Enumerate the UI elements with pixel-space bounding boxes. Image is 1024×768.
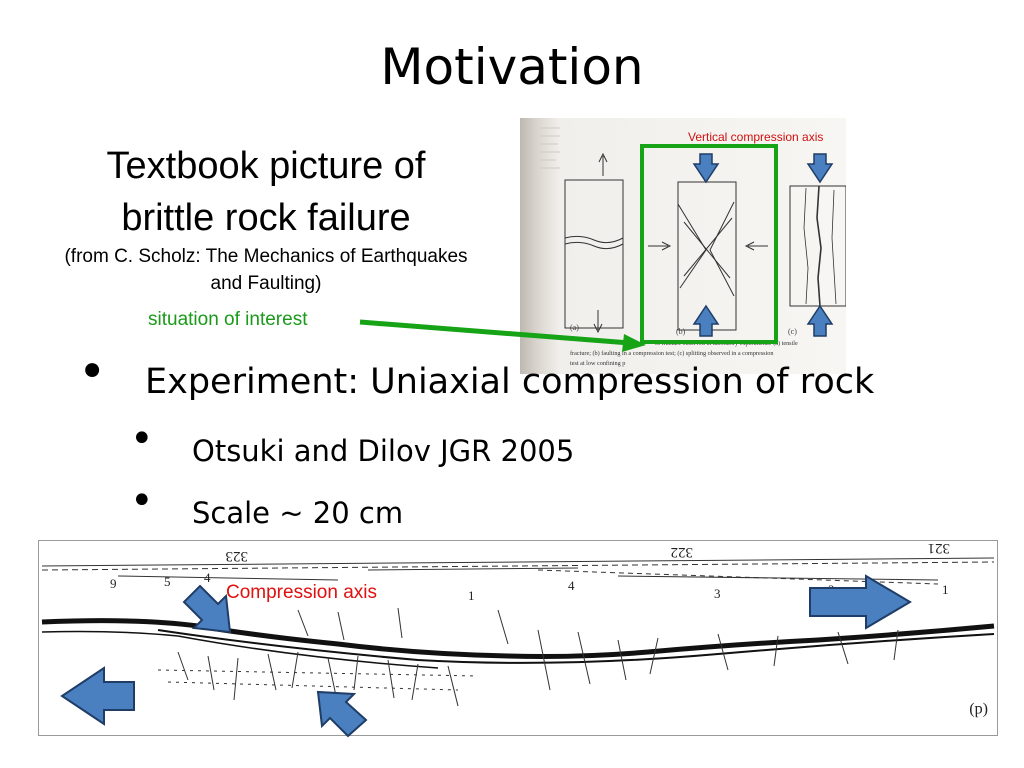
svg-text:9: 9 (110, 576, 117, 591)
source-citation: (from C. Scholz: The Mechanics of Earthq… (64, 246, 468, 294)
bullet-dot-icon: • (130, 478, 154, 524)
svg-text:5: 5 (164, 574, 171, 589)
faint-page-text (540, 127, 560, 169)
bullet-dot-icon: • (78, 344, 107, 400)
highlight-box (640, 144, 778, 344)
situation-label: situation of interest (148, 309, 308, 330)
svg-text:4: 4 (568, 578, 575, 593)
fault-trace-figure: 323 322 321 9 5 4 1 4 3 2 1 (d) (38, 540, 998, 736)
compression-axis-label: Compression axis (226, 582, 377, 603)
panel-c-label: (c) (788, 327, 797, 336)
panel-c-specimen (789, 185, 846, 307)
figure-caption-line-2: test at low confining p (570, 360, 625, 367)
fracture-network (157, 607, 899, 707)
bullet-2: Otsuki and Dilov JGR 2005 (192, 434, 575, 468)
bullet-3: Scale ~ 20 cm (192, 496, 404, 530)
svg-text:3: 3 (714, 586, 721, 601)
panel-b-label: (b) (676, 327, 686, 336)
arrow-down-icon (806, 153, 834, 184)
panel-a-label: (a) (570, 323, 579, 332)
scale-label-322: 322 (671, 544, 694, 560)
lead-text-line-2: brittle rock failure (121, 197, 411, 239)
secondary-fault (157, 629, 995, 664)
bullet-dot-icon: • (130, 416, 154, 462)
compression-arrows (692, 153, 834, 337)
panel-d-label: (d) (969, 702, 988, 719)
arrow-down-icon (692, 153, 720, 184)
svg-text:1: 1 (468, 588, 475, 603)
scale-label-321: 321 (928, 540, 951, 556)
slide-title: Motivation (380, 38, 644, 96)
arrow-up-icon (806, 304, 834, 337)
scale-label-323: 323 (226, 548, 249, 564)
textbook-figure: (a) (b) (c) of fracture observed in labo… (520, 118, 846, 374)
figure-caption-line-1: fracture; (b) faulting in a compression … (570, 350, 773, 357)
arrow-up-icon (692, 304, 720, 337)
svg-text:1: 1 (942, 582, 949, 597)
svg-text:2: 2 (828, 582, 835, 597)
bullet-1: Experiment: Uniaxial compression of rock (145, 362, 875, 402)
svg-text:4: 4 (204, 570, 211, 585)
lead-text-line-1: Textbook picture of (106, 145, 426, 187)
vertical-compression-axis-label: Vertical compression axis (688, 130, 824, 144)
